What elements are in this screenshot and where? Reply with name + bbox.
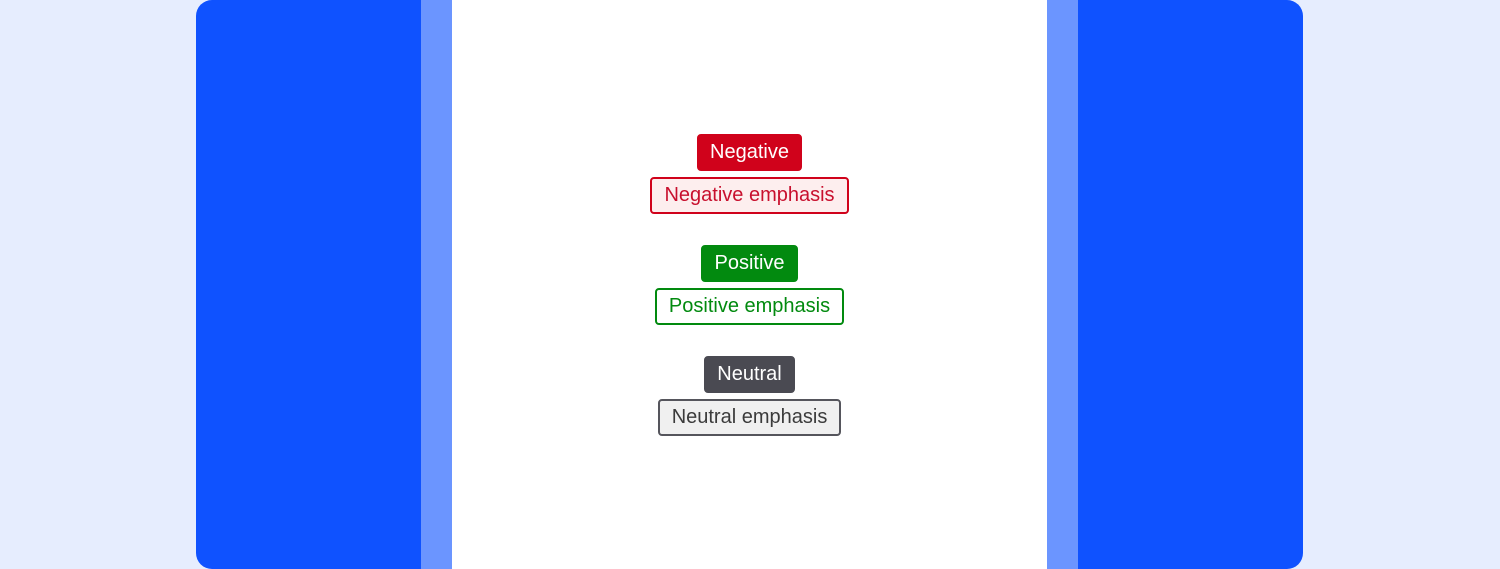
badge-group-positive: Positive Positive emphasis [654, 245, 845, 325]
badge-neutral-emphasis: Neutral emphasis [657, 399, 842, 436]
right-gutter [1047, 0, 1078, 569]
badge-neutral: Neutral [704, 356, 795, 393]
content-panel: Negative Negative emphasis Positive Posi… [452, 0, 1047, 569]
badge-positive-emphasis: Positive emphasis [654, 288, 845, 325]
badge-group-negative: Negative Negative emphasis [650, 134, 849, 214]
badge-group-neutral: Neutral Neutral emphasis [657, 356, 842, 436]
badge-positive: Positive [701, 245, 798, 282]
badge-negative-emphasis: Negative emphasis [650, 177, 849, 214]
badge-negative: Negative [697, 134, 802, 171]
left-gutter [421, 0, 452, 569]
badge-groups: Negative Negative emphasis Positive Posi… [452, 134, 1047, 436]
blue-frame: Negative Negative emphasis Positive Posi… [196, 0, 1303, 569]
